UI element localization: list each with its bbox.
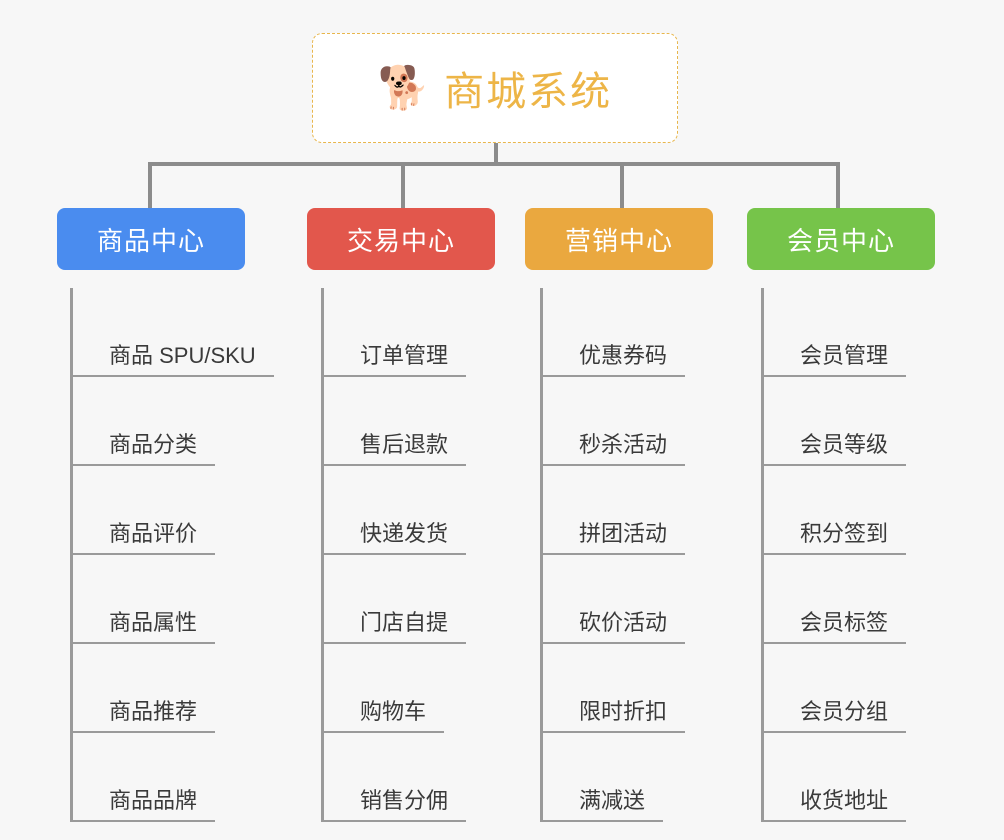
leaf-item[interactable]: 售后退款	[324, 377, 551, 466]
leaf-item[interactable]: 订单管理	[324, 288, 551, 377]
leaf-item[interactable]: 会员管理	[764, 288, 991, 377]
leaf-item-label: 门店自提	[324, 610, 467, 644]
leaf-column-member-center: 会员管理会员等级积分签到会员标签会员分组收货地址	[761, 288, 991, 822]
column-header-label: 营销中心	[564, 225, 673, 256]
leaf-item-label: 商品分类	[73, 432, 216, 466]
leaf-item[interactable]: 会员标签	[764, 555, 991, 644]
leaf-item[interactable]: 门店自提	[324, 555, 551, 644]
shiba-dog-face-icon: 🐕	[377, 63, 431, 112]
connector-drop-2	[401, 162, 405, 208]
leaf-item-label: 会员分组	[764, 699, 907, 733]
leaf-item-label: 拼团活动	[543, 521, 686, 555]
column-header-member-center[interactable]: 会员中心	[747, 208, 935, 270]
leaf-item[interactable]: 商品评价	[73, 466, 300, 555]
leaf-item[interactable]: 限时折扣	[543, 644, 770, 733]
leaf-item[interactable]: 会员等级	[764, 377, 991, 466]
root-node-mall-system[interactable]: 🐕 商城系统	[312, 33, 678, 143]
leaf-item-label: 收货地址	[764, 788, 907, 822]
leaf-item[interactable]: 秒杀活动	[543, 377, 770, 466]
leaf-item[interactable]: 商品属性	[73, 555, 300, 644]
leaf-item-label: 购物车	[324, 699, 445, 733]
leaf-item[interactable]: 积分签到	[764, 466, 991, 555]
leaf-item-label: 售后退款	[324, 432, 467, 466]
leaf-item[interactable]: 商品品牌	[73, 733, 300, 822]
column-header-label: 会员中心	[786, 225, 895, 256]
leaf-item[interactable]: 会员分组	[764, 644, 991, 733]
leaf-item-label: 商品 SPU/SKU	[73, 343, 274, 377]
connector-drop-4	[836, 162, 840, 208]
leaf-item-label: 积分签到	[764, 521, 907, 555]
leaf-item[interactable]: 满减送	[543, 733, 770, 822]
leaf-item-label: 商品品牌	[73, 788, 216, 822]
connector-drop-3	[620, 162, 624, 208]
leaf-item-label: 会员标签	[764, 610, 907, 644]
column-header-marketing-center[interactable]: 营销中心	[525, 208, 713, 270]
leaf-item-label: 限时折扣	[543, 699, 686, 733]
leaf-item-label: 会员等级	[764, 432, 907, 466]
connector-horizontal-bar	[148, 162, 840, 166]
leaf-item-label: 满减送	[543, 788, 664, 822]
root-node-title: 商城系统	[444, 70, 613, 114]
leaf-item-label: 优惠券码	[543, 343, 686, 377]
leaf-item[interactable]: 商品推荐	[73, 644, 300, 733]
leaf-column-trade-center: 订单管理售后退款快递发货门店自提购物车销售分佣	[321, 288, 551, 822]
leaf-item-label: 会员管理	[764, 343, 907, 377]
leaf-item[interactable]: 商品分类	[73, 377, 300, 466]
column-header-label: 商品中心	[96, 225, 205, 256]
leaf-item-label: 商品推荐	[73, 699, 216, 733]
column-header-product-center[interactable]: 商品中心	[57, 208, 245, 270]
connector-drop-1	[148, 162, 152, 208]
leaf-column-product-center: 商品 SPU/SKU 商品分类商品评价商品属性商品推荐商品品牌	[70, 288, 300, 822]
leaf-item-label: 销售分佣	[324, 788, 467, 822]
leaf-item-label: 快递发货	[324, 521, 467, 555]
leaf-item[interactable]: 购物车	[324, 644, 551, 733]
leaf-item[interactable]: 优惠券码	[543, 288, 770, 377]
leaf-column-marketing-center: 优惠券码秒杀活动拼团活动砍价活动限时折扣满减送	[540, 288, 770, 822]
leaf-item-label: 商品评价	[73, 521, 216, 555]
leaf-item-label: 商品属性	[73, 610, 216, 644]
leaf-item[interactable]: 销售分佣	[324, 733, 551, 822]
leaf-item[interactable]: 快递发货	[324, 466, 551, 555]
column-header-label: 交易中心	[346, 225, 455, 256]
leaf-item[interactable]: 收货地址	[764, 733, 991, 822]
leaf-item-label: 秒杀活动	[543, 432, 686, 466]
connector-root-stem	[494, 143, 498, 165]
leaf-item-label: 订单管理	[324, 343, 467, 377]
leaf-item[interactable]: 商品 SPU/SKU	[73, 288, 300, 377]
leaf-item[interactable]: 拼团活动	[543, 466, 770, 555]
leaf-item-label: 砍价活动	[543, 610, 686, 644]
leaf-item[interactable]: 砍价活动	[543, 555, 770, 644]
column-header-trade-center[interactable]: 交易中心	[307, 208, 495, 270]
